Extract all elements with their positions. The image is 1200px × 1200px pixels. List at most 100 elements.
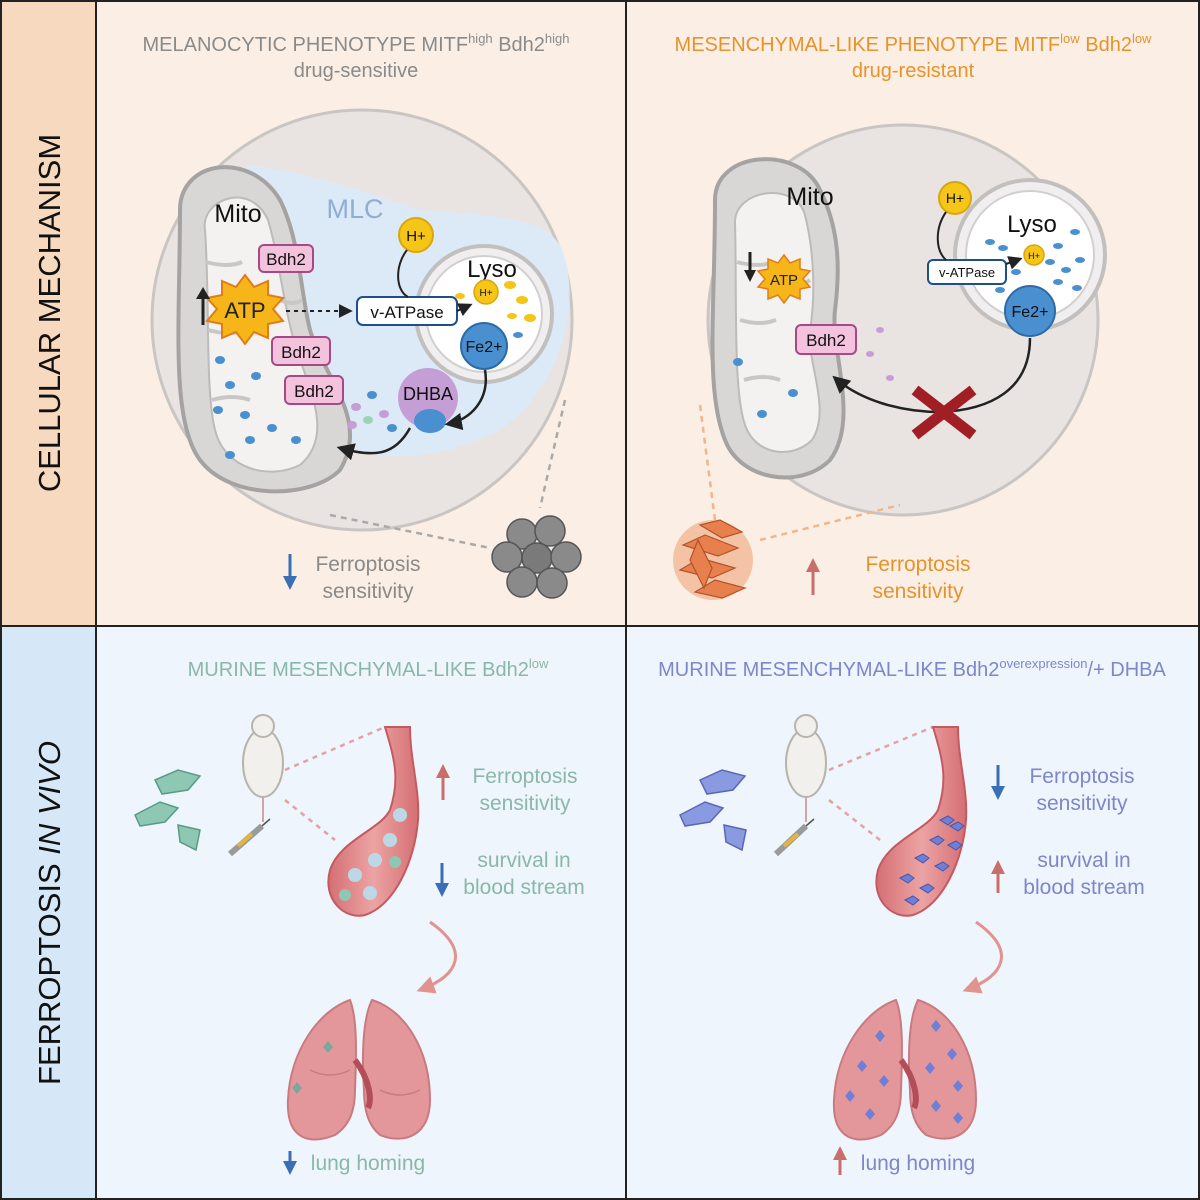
bdh2-label-4: Bdh2 [806, 331, 846, 350]
zoom-line-right [538, 399, 567, 509]
bdh2-label-1: Bdh2 [266, 250, 306, 269]
h-plus-outside-label: H+ [406, 228, 426, 245]
zoom-line-mouse-top [284, 725, 386, 772]
vessel-cells [898, 815, 965, 906]
cell-icon [679, 769, 747, 852]
mito-iron-dots [213, 356, 301, 459]
h-plus-inside-2 [1023, 244, 1045, 266]
dhba-to-mito-arrow [336, 427, 412, 461]
ferroptosis-label-8: sensitivity [1036, 792, 1128, 815]
bdh2-fragments [866, 327, 894, 381]
ferroptosis-label-4: sensitivity [872, 580, 964, 603]
panel-melanocytic: MELANOCYTIC PHENOTYPE MITFhigh Bdh2high … [142, 31, 582, 603]
vessel-to-lungs-arrow-2 [962, 920, 1003, 994]
dhba-circle [398, 368, 458, 428]
atp-star [205, 273, 285, 346]
panel-title-murine-low: MURINE MESENCHYMAL-LIKE Bdh2low [188, 656, 549, 681]
arrow-up-icon [833, 1146, 847, 1175]
dhba-iron [414, 409, 446, 433]
panel-mesenchymal: MESENCHYMAL-LIKE PHENOTYPE MITFlow Bdh2l… [673, 31, 1152, 603]
ferroptosis-label-6: sensitivity [479, 792, 571, 815]
panel-title-murine-overexpression: MURINE MESENCHYMAL-LIKE Bdh2overexpressi… [658, 656, 1166, 681]
zoom-line-left-2 [698, 404, 717, 521]
cell-icon [491, 515, 582, 599]
bdh2-box-1 [258, 244, 314, 273]
row-label-ferroptosis-in-vivo: FERROPTOSIS IN VIVO [32, 741, 67, 1085]
h-plus-inside-label-2: H+ [1028, 251, 1040, 261]
fe2-circle [460, 322, 508, 370]
mito-iron-dots-2 [733, 358, 798, 418]
survival-label-2: blood stream [463, 876, 584, 899]
bottom-row-label-background [0, 626, 96, 1200]
h-plus-path [397, 249, 409, 298]
survival-label-3: survival in [1037, 849, 1130, 872]
ferroptosis-label-7: Ferroptosis [1029, 765, 1134, 788]
dhba-label: DHBA [403, 384, 453, 404]
h-plus-inside-label: H+ [479, 288, 492, 299]
atp-label-2: ATP [770, 272, 798, 289]
lyso-label: Lyso [467, 256, 517, 283]
lung-homing-label-2: lung homing [861, 1152, 975, 1175]
ferroptosis-label-3: Ferroptosis [865, 553, 970, 576]
bdh2-box-2 [271, 336, 331, 366]
arrow-up-icon [436, 764, 450, 800]
mito-label-2: Mito [786, 183, 833, 211]
ferroptosis-label-2: sensitivity [322, 580, 414, 603]
fe2-label-2: Fe2+ [1012, 304, 1049, 321]
syringe-icon [773, 818, 815, 857]
mitochondrion-2 [710, 157, 846, 480]
v-atpase-box-2 [927, 259, 1007, 285]
atp-star-2 [756, 253, 812, 305]
row-label-cellular-mechanism: CELLULAR MECHANISM [32, 134, 67, 492]
panel-title-mesenchymal: MESENCHYMAL-LIKE PHENOTYPE MITFlow Bdh2l… [675, 31, 1153, 56]
arrow-down-icon [283, 1151, 297, 1175]
fe2-to-dhba-arrow [444, 369, 488, 431]
survival-label-4: blood stream [1023, 876, 1144, 899]
lungs-icon [286, 998, 432, 1141]
mito-label: Mito [214, 200, 261, 228]
bdh2-label-3: Bdh2 [294, 382, 334, 401]
arrow-up-icon [806, 558, 820, 595]
h-plus-outside-label-2: H+ [946, 190, 964, 206]
ferroptosis-label-5: Ferroptosis [472, 765, 577, 788]
arrow-up-icon [196, 287, 210, 325]
cell-icon [134, 769, 202, 852]
ferroptosis-label-1: Ferroptosis [315, 553, 420, 576]
syringe-icon [228, 818, 271, 857]
panel-murine-bdh2-low: MURINE MESENCHYMAL-LIKE Bdh2low [134, 656, 585, 1175]
h-plus-outside [398, 217, 434, 253]
lung-homing-label: lung homing [311, 1152, 425, 1175]
h-plus-outside-2 [938, 181, 972, 215]
zoom-line-left [329, 513, 491, 550]
h-plus-path-2 [936, 211, 947, 261]
vatpase-to-lyso-arrow [456, 303, 473, 317]
arrow-down-icon [283, 554, 297, 590]
lyso-label-2: Lyso [1007, 211, 1057, 238]
zoom-line-mouse-top-2 [828, 725, 934, 772]
bottom-row-background [0, 626, 1200, 1200]
atp-label: ATP [224, 298, 265, 323]
bdh2-box-3 [284, 375, 344, 405]
vessel-to-lungs-arrow [416, 920, 457, 994]
panel-murine-bdh2-overexpression: MURINE MESENCHYMAL-LIKE Bdh2overexpressi… [658, 656, 1167, 1175]
panel-subtitle-drug-sensitive: drug-sensitive [294, 60, 419, 82]
survival-label-1: survival in [477, 849, 570, 872]
vatpase-to-lyso-arrow-2 [1005, 256, 1023, 270]
mouse-icon [242, 714, 284, 822]
mouse-icon [785, 714, 827, 822]
lungs-icon [832, 998, 978, 1141]
panel-title-melanocytic: MELANOCYTIC PHENOTYPE MITFhigh Bdh2high [142, 31, 569, 56]
fe2-circle-2 [1004, 285, 1056, 337]
cell-icon [673, 519, 753, 600]
arrow-up-icon [991, 860, 1005, 893]
fe2-label: Fe2+ [466, 339, 503, 356]
lysosome-particles-2 [985, 229, 1085, 293]
zoom-line-mouse-bottom [284, 799, 336, 841]
blood-vessel-icon [327, 726, 420, 917]
cross-icon [911, 385, 977, 440]
top-row-label-background [0, 0, 96, 626]
mlc-label: MLC [326, 194, 383, 224]
arrow-down-icon [991, 765, 1005, 800]
